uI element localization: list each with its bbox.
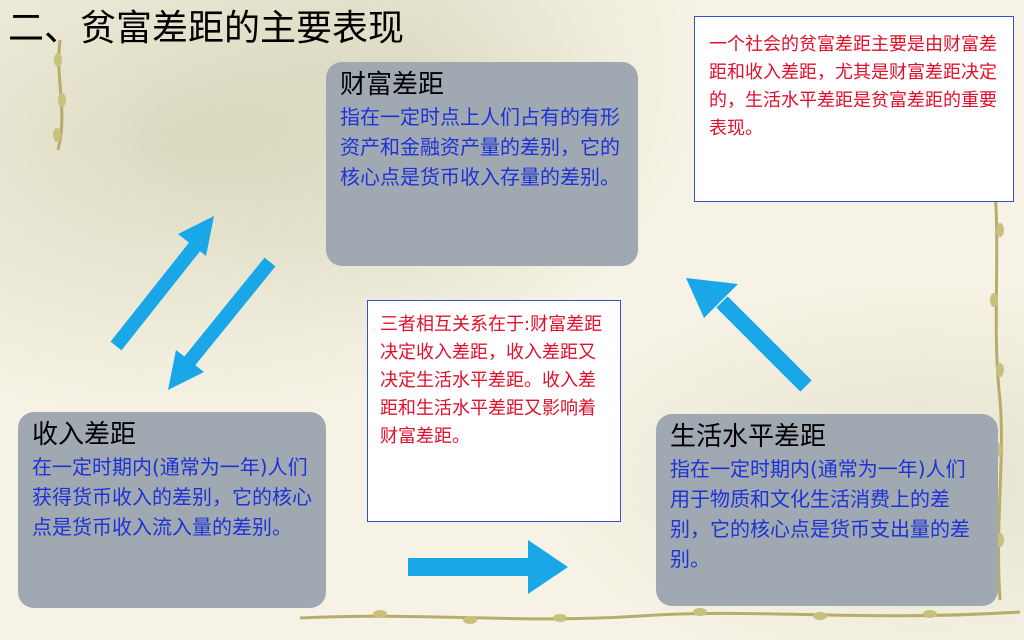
wealth-gap-description: 指在一定时点上人们占有的有形资产和金融资产量的差别，它的核心点是货币收入存量的差… — [340, 105, 620, 189]
arrow-up-right-icon — [110, 216, 214, 351]
living-standard-gap-title: 生活水平差距 — [670, 422, 827, 452]
relationship-note: 三者相互关系在于:财富差距决定收入差距，收入差距又决定生活水平差距。收入差距和生… — [367, 300, 621, 522]
income-gap-description: 在一定时期内(通常为一年)人们获得货币收入的差别，它的核心点是货币收入流入量的差… — [32, 455, 312, 539]
summary-note: 一个社会的贫富差距主要是由财富差距和收入差距，尤其是财富差距决定的，生活水平差距… — [694, 16, 1014, 202]
arrow-up-left-icon — [686, 278, 812, 392]
page-title: 二、贫富差距的主要表现 — [8, 8, 405, 49]
living-standard-gap-card: 生活水平差距 指在一定时期内(通常为一年)人们用于物质和文化生活消费上的差别，它… — [656, 414, 998, 606]
wealth-gap-card: 财富差距 指在一定时点上人们占有的有形资产和金融资产量的差别，它的核心点是货币收… — [326, 62, 638, 266]
wealth-gap-title: 财富差距 — [340, 70, 445, 100]
arrow-right-icon — [408, 540, 568, 594]
income-gap-title: 收入差距 — [32, 420, 137, 450]
arrow-down-left-icon — [168, 257, 276, 390]
living-standard-gap-description: 指在一定时期内(通常为一年)人们用于物质和文化生活消费上的差别，它的核心点是货币… — [670, 457, 970, 571]
income-gap-card: 收入差距 在一定时期内(通常为一年)人们获得货币收入的差别，它的核心点是货币收入… — [18, 412, 326, 608]
